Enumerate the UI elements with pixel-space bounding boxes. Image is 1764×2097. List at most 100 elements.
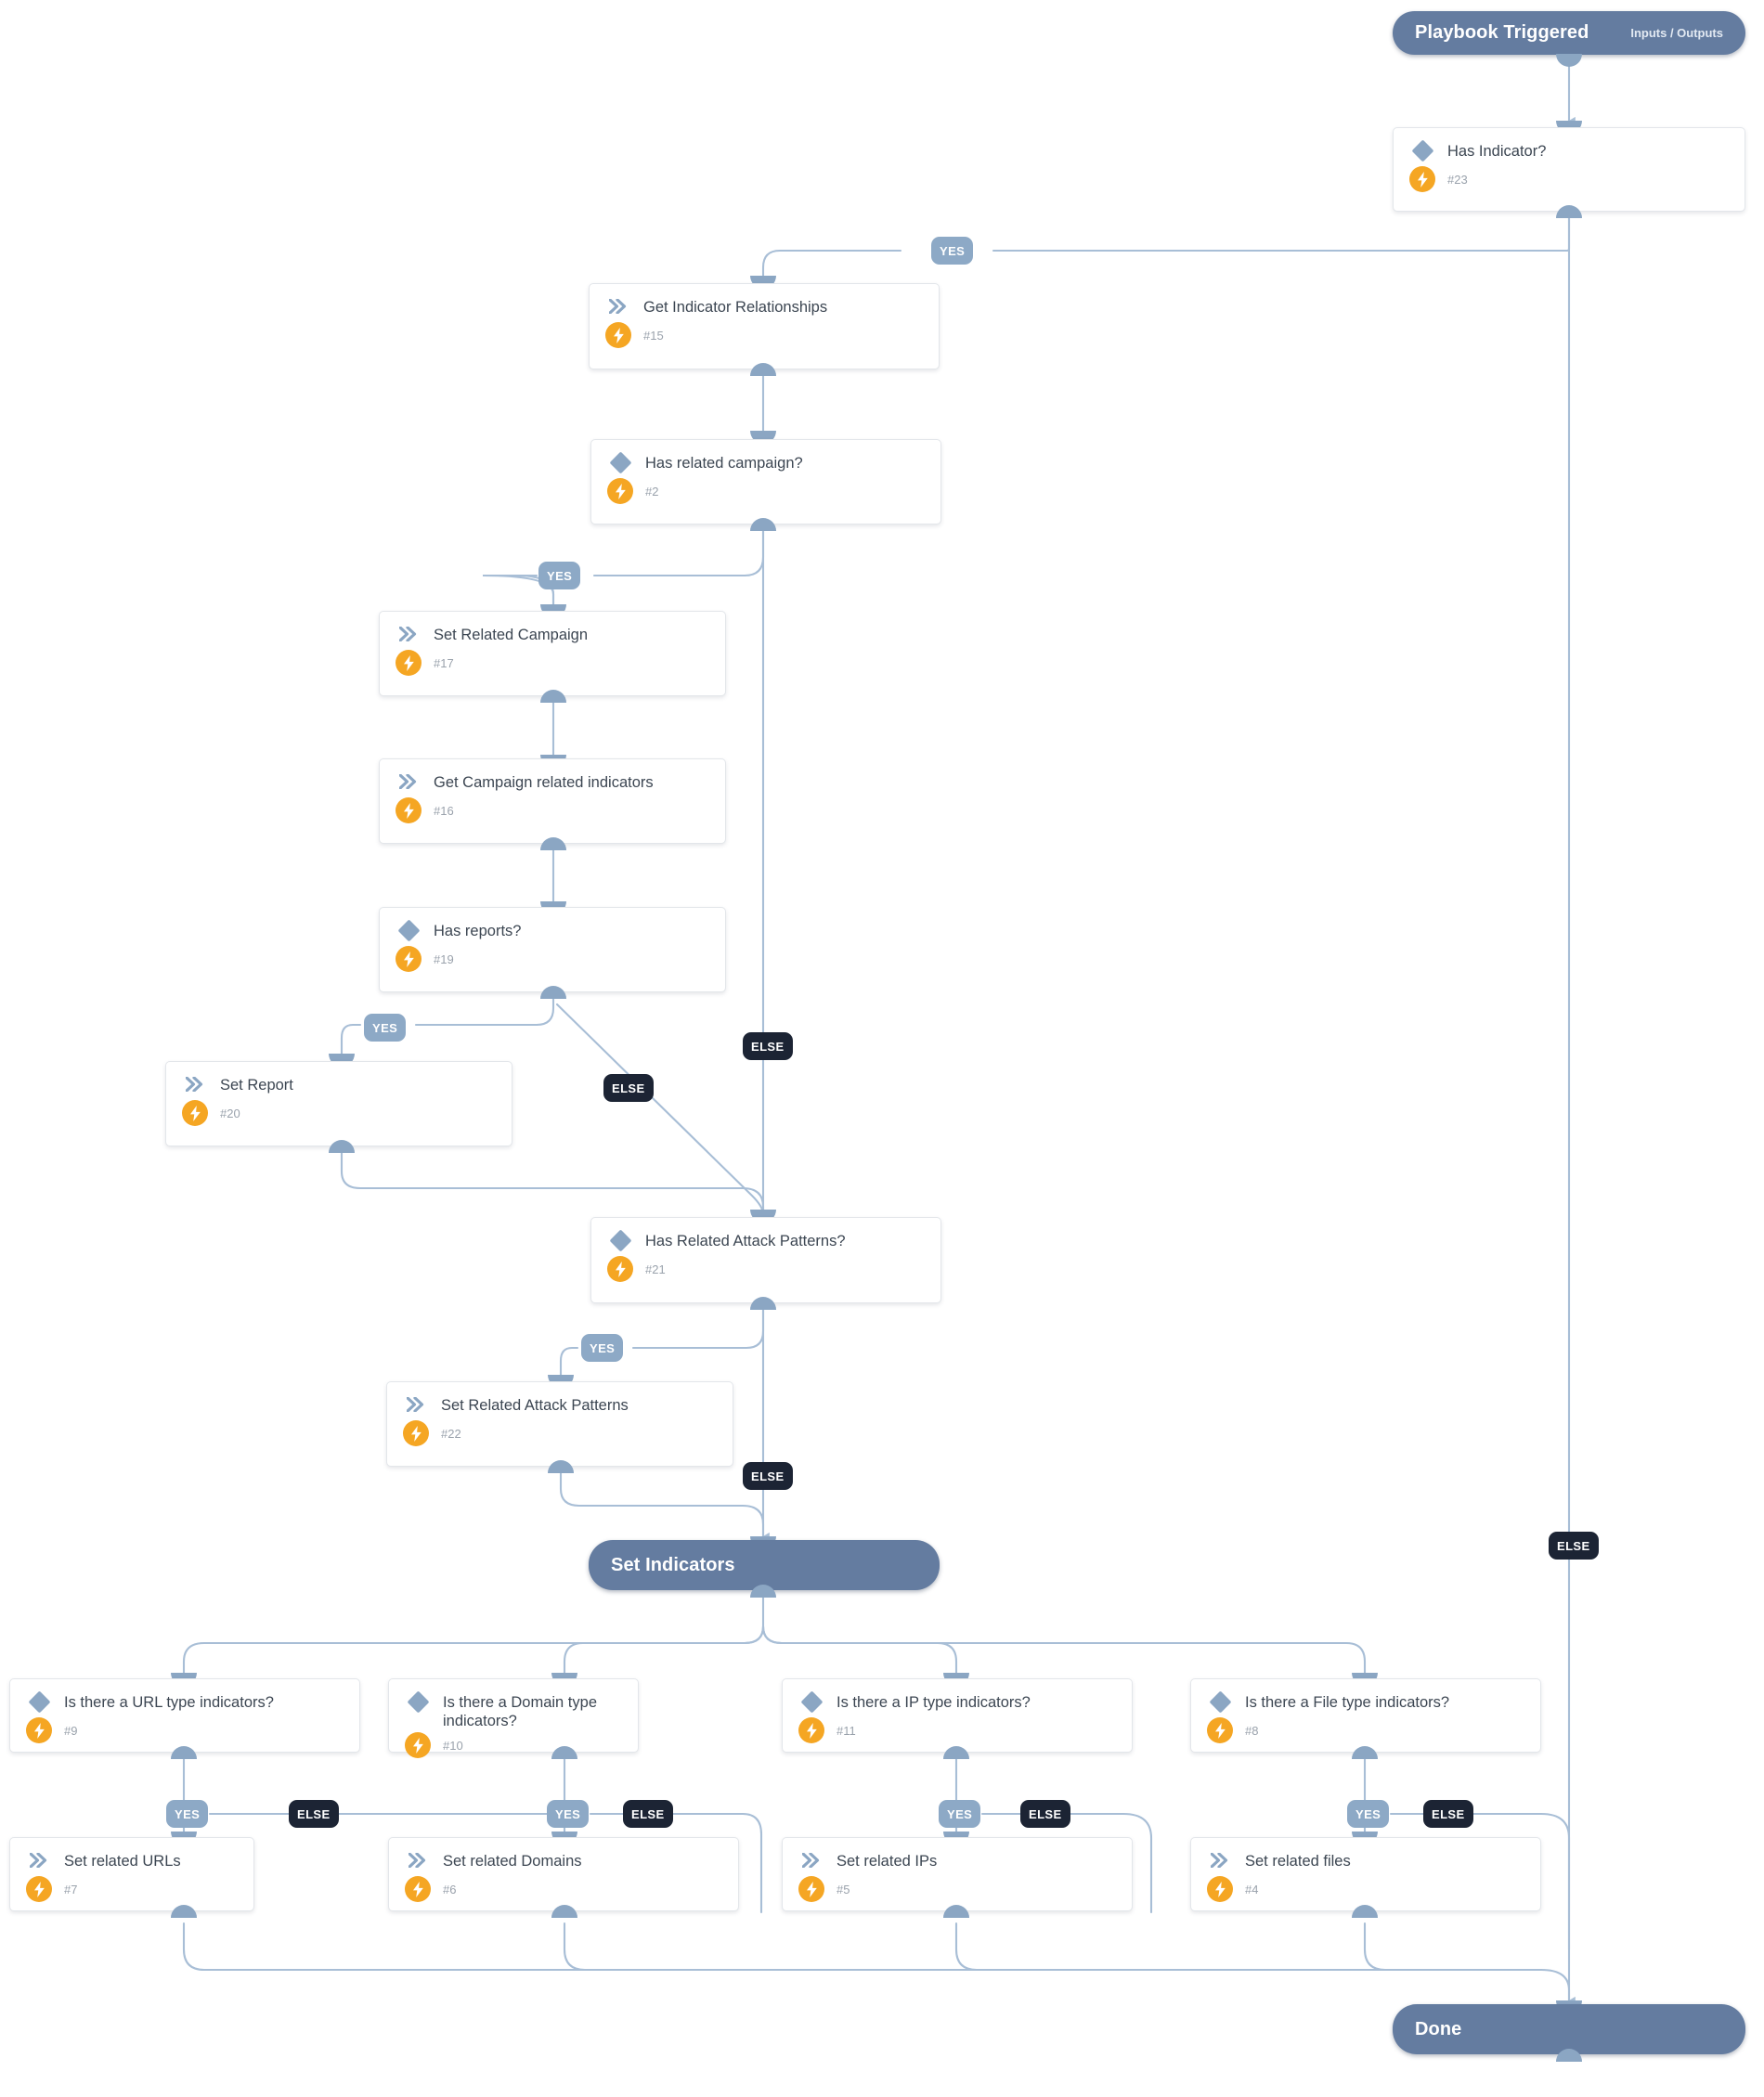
node-title: Has Indicator? xyxy=(1447,143,1547,160)
branch-badge-file-yes[interactable]: YES xyxy=(1347,1800,1390,1828)
node-title: Get Campaign related indicators xyxy=(434,774,654,791)
node-id: #10 xyxy=(443,1738,463,1753)
socket-out-set-related-attack-patterns xyxy=(548,1460,574,1473)
branch-badge-url-else[interactable]: ELSE xyxy=(289,1800,339,1828)
node-set-related-attack-patterns[interactable]: Set Related Attack Patterns #22 xyxy=(386,1381,733,1467)
inputs-outputs-link[interactable]: Inputs / Outputs xyxy=(1630,26,1723,40)
playbook-triggered-title: Playbook Triggered xyxy=(1415,22,1589,43)
socket-out-done xyxy=(1556,2049,1582,2062)
socket-out-is-file xyxy=(1352,1746,1378,1759)
node-title: Set related Domains xyxy=(443,1853,582,1870)
diamond-icon xyxy=(404,1690,432,1714)
lightning-bolt-icon xyxy=(604,322,632,349)
node-is-url-type-indicators[interactable]: Is there a URL type indicators? #9 xyxy=(9,1678,360,1753)
node-set-related-ips[interactable]: Set related IPs #5 xyxy=(782,1837,1133,1911)
node-playbook-triggered[interactable]: Playbook Triggered Inputs / Outputs xyxy=(1393,11,1745,55)
lightning-bolt-icon xyxy=(395,650,422,677)
socket-out-set-related-campaign xyxy=(540,690,566,703)
branch-badge-has-indicator-yes[interactable]: YES xyxy=(931,237,974,265)
node-set-related-campaign[interactable]: Set Related Campaign #17 xyxy=(379,611,726,696)
done-title: Done xyxy=(1415,2018,1462,2039)
node-is-domain-type-indicators[interactable]: Is there a Domain type indicators? #10 xyxy=(388,1678,639,1759)
node-get-campaign-related-indicators[interactable]: Get Campaign related indicators #16 xyxy=(379,758,726,844)
node-id: #4 xyxy=(1245,1882,1259,1896)
socket-out-is-domain xyxy=(551,1746,577,1759)
socket-out-is-url xyxy=(171,1746,197,1759)
branch-badge-campaign-else[interactable]: ELSE xyxy=(743,1032,793,1060)
branch-badge-attack-else[interactable]: ELSE xyxy=(743,1462,793,1490)
branch-badge-ip-else[interactable]: ELSE xyxy=(1020,1800,1070,1828)
node-title: Set Report xyxy=(220,1077,293,1094)
diamond-icon xyxy=(798,1690,825,1714)
lightning-bolt-icon xyxy=(606,1256,634,1283)
double-chevron-icon xyxy=(1206,1851,1234,1868)
node-title: Set related URLs xyxy=(64,1853,181,1870)
set-indicators-title: Set Indicators xyxy=(611,1554,735,1575)
branch-badge-domain-else[interactable]: ELSE xyxy=(623,1800,673,1828)
node-has-related-attack-patterns[interactable]: Has Related Attack Patterns? #21 xyxy=(590,1217,941,1303)
node-has-indicator[interactable]: Has Indicator? #23 xyxy=(1393,127,1745,212)
node-title: Set related files xyxy=(1245,1853,1351,1870)
node-title: Set Related Attack Patterns xyxy=(441,1397,629,1414)
socket-out-get-indicator-relationships xyxy=(750,363,776,376)
branch-badge-domain-yes[interactable]: YES xyxy=(547,1800,590,1828)
node-set-related-domains[interactable]: Set related Domains #6 xyxy=(388,1837,739,1911)
double-chevron-icon xyxy=(395,772,422,789)
node-has-reports[interactable]: Has reports? #19 xyxy=(379,907,726,992)
node-title: Has reports? xyxy=(434,923,522,939)
branch-badge-attack-yes[interactable]: YES xyxy=(581,1334,624,1362)
lightning-bolt-icon xyxy=(181,1100,209,1127)
node-id: #7 xyxy=(64,1882,78,1896)
node-id: #22 xyxy=(441,1426,461,1441)
node-id: #15 xyxy=(643,328,664,343)
lightning-bolt-icon xyxy=(25,1876,53,1903)
branch-badge-file-else[interactable]: ELSE xyxy=(1423,1800,1473,1828)
node-id: #23 xyxy=(1447,172,1468,187)
branch-badge-reports-else[interactable]: ELSE xyxy=(603,1074,654,1102)
node-get-indicator-relationships[interactable]: Get Indicator Relationships #15 xyxy=(589,283,940,369)
socket-out-has-indicator xyxy=(1556,205,1582,218)
lightning-bolt-icon xyxy=(395,946,422,973)
diamond-icon xyxy=(606,451,634,474)
node-id: #11 xyxy=(837,1723,856,1738)
node-title: Is there a IP type indicators? xyxy=(837,1694,1031,1711)
node-is-ip-type-indicators[interactable]: Is there a IP type indicators? #11 xyxy=(782,1678,1133,1753)
lightning-bolt-icon xyxy=(404,1876,432,1903)
node-title: Has Related Attack Patterns? xyxy=(645,1233,846,1249)
lightning-bolt-icon xyxy=(402,1420,430,1447)
node-set-report[interactable]: Set Report #20 xyxy=(165,1061,512,1146)
diamond-icon xyxy=(1408,139,1436,162)
branch-badge-campaign-yes[interactable]: YES xyxy=(538,562,581,589)
branch-badge-has-indicator-else[interactable]: ELSE xyxy=(1549,1532,1599,1560)
node-set-related-files[interactable]: Set related files #4 xyxy=(1190,1837,1541,1911)
node-id: #19 xyxy=(434,951,454,966)
node-title: Set related IPs xyxy=(837,1853,938,1870)
node-title: Set Related Campaign xyxy=(434,627,589,643)
node-set-related-urls[interactable]: Set related URLs #7 xyxy=(9,1837,254,1911)
node-is-file-type-indicators[interactable]: Is there a File type indicators? #8 xyxy=(1190,1678,1541,1753)
lightning-bolt-icon xyxy=(404,1732,432,1759)
branch-badge-reports-yes[interactable]: YES xyxy=(364,1014,407,1042)
node-set-indicators[interactable]: Set Indicators xyxy=(589,1540,940,1590)
double-chevron-icon xyxy=(395,625,422,641)
node-title: Is there a URL type indicators? xyxy=(64,1694,274,1711)
socket-out-set-related-urls xyxy=(171,1905,197,1918)
lightning-bolt-icon xyxy=(798,1876,825,1903)
node-id: #9 xyxy=(64,1723,78,1738)
double-chevron-icon xyxy=(181,1075,209,1092)
node-done[interactable]: Done xyxy=(1393,2004,1745,2054)
socket-out-set-related-files xyxy=(1352,1905,1378,1918)
double-chevron-icon xyxy=(402,1395,430,1412)
node-has-related-campaign[interactable]: Has related campaign? #2 xyxy=(590,439,941,524)
node-title: Has related campaign? xyxy=(645,455,803,472)
socket-out-is-ip xyxy=(943,1746,969,1759)
socket-out-set-report xyxy=(329,1140,355,1153)
branch-badge-url-yes[interactable]: YES xyxy=(166,1800,209,1828)
node-id: #20 xyxy=(220,1106,240,1120)
node-title: Is there a Domain type indicators? xyxy=(443,1694,597,1730)
socket-out-has-reports xyxy=(540,986,566,999)
branch-badge-ip-yes[interactable]: YES xyxy=(939,1800,981,1828)
diamond-icon xyxy=(606,1229,634,1252)
socket-out-has-related-attack-patterns xyxy=(750,1297,776,1310)
